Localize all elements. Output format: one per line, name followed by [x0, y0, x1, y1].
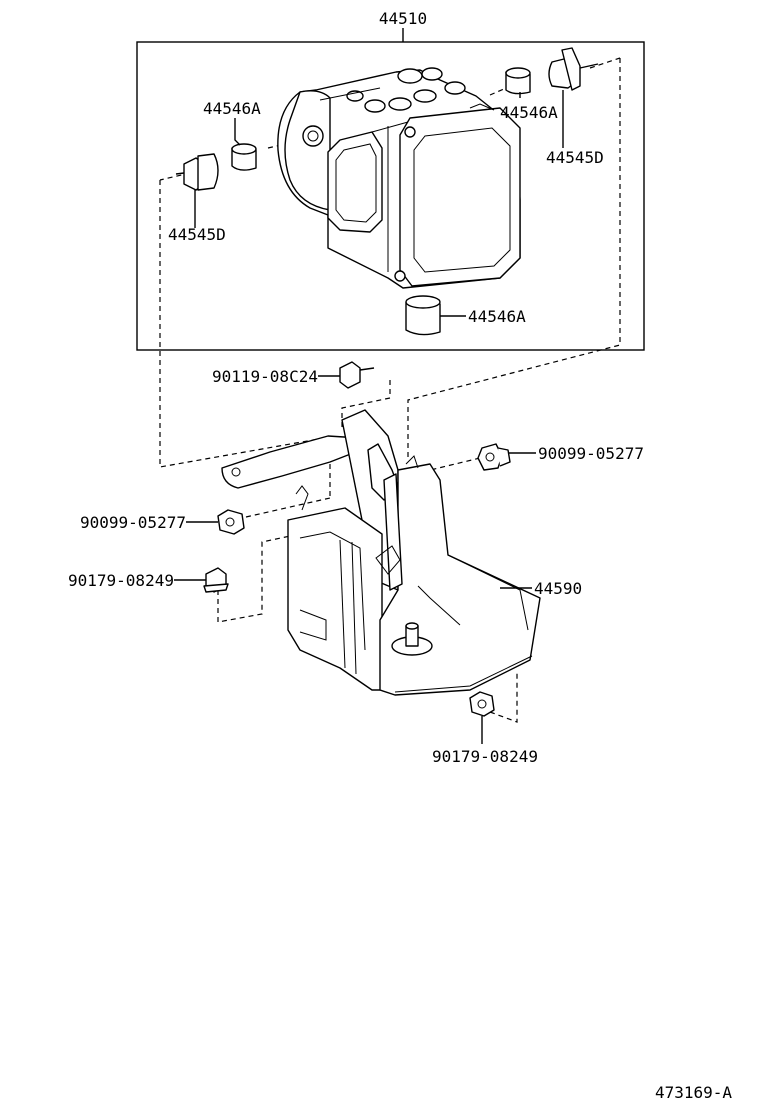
label-cushion-top-left: 44546A: [203, 99, 261, 118]
label-cushion-bottom: 44546A: [468, 307, 526, 326]
stud-right-icon: [548, 47, 599, 91]
leader-lines: [174, 90, 564, 744]
abs-actuator-body: [277, 67, 521, 289]
label-bolt-top: 90119-08C24: [212, 367, 318, 386]
actuator-assembly-box: [136, 41, 645, 351]
cushion-top-left-icon: [231, 143, 257, 171]
label-nut-right: 90099-05277: [538, 444, 644, 463]
nut-right-icon: [477, 443, 511, 471]
illustration-code: 473169-A: [655, 1083, 732, 1102]
label-bolt-bottom: 90179-08249: [432, 747, 538, 766]
bolt-top-icon: [339, 361, 375, 389]
cushion-bottom-icon: [405, 295, 441, 336]
cushion-top-right-icon: [505, 67, 531, 95]
label-nut-left: 90099-05277: [80, 513, 186, 532]
alignment-dashed-lines: [159, 57, 621, 723]
label-actuator-assy: 44510: [379, 9, 427, 28]
label-stud-right: 44545D: [546, 148, 604, 167]
label-bolt-left: 90179-08249: [68, 571, 174, 590]
bracket-icon: [221, 409, 541, 696]
nut-left-icon: [217, 509, 245, 535]
bolt-left-icon: [203, 567, 229, 593]
label-cushion-top-right: 44546A: [500, 103, 558, 122]
stud-left-icon: [175, 153, 219, 191]
label-stud-left: 44545D: [168, 225, 226, 244]
label-bracket: 44590: [534, 579, 582, 598]
bolt-bottom-icon: [469, 691, 495, 717]
